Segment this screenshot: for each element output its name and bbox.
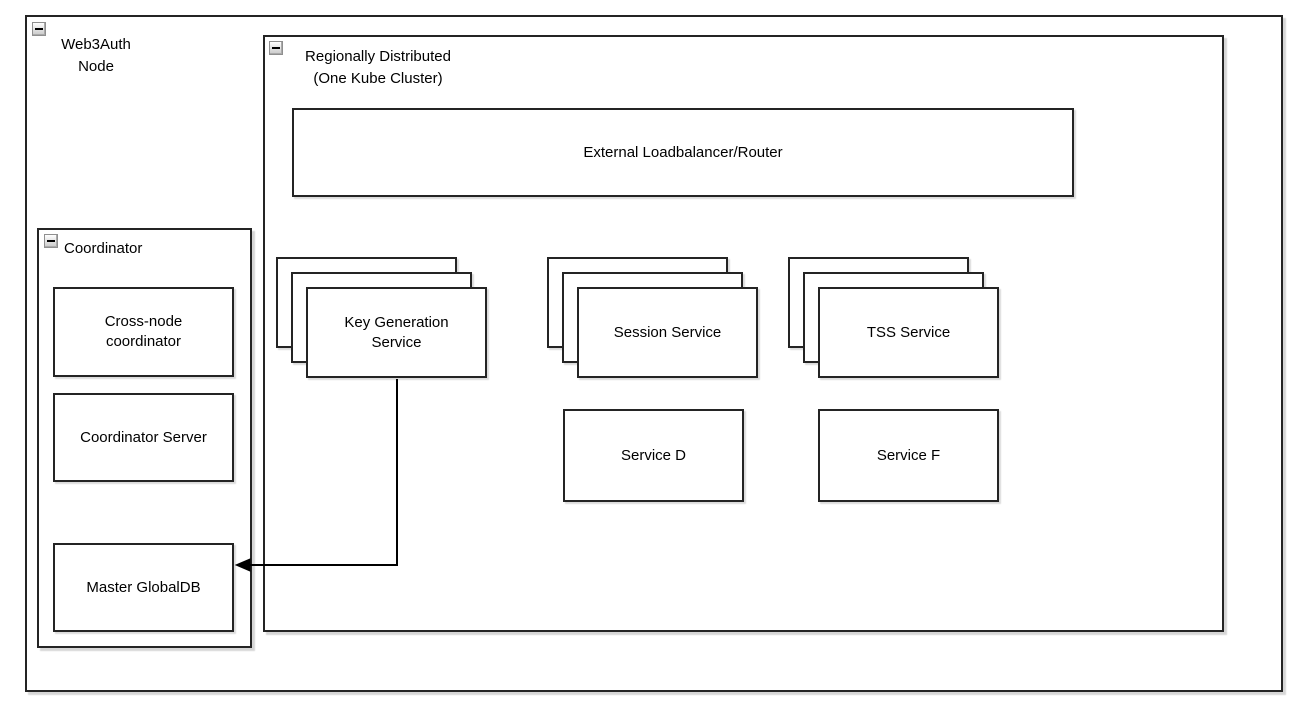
external-loadbalancer-label: External Loadbalancer/Router [583,143,783,161]
stack-tss-service[interactable]: TSS Service [788,257,999,378]
minus-glyph [35,28,43,30]
collapse-minus-icon[interactable] [32,22,46,36]
session-service-label: Session Service [613,323,722,341]
minus-glyph [47,240,55,242]
stack-session-service[interactable]: Session Service [547,257,758,378]
web3auth-node-label: Web3Auth Node [61,36,131,75]
collapse-minus-icon[interactable] [269,41,283,55]
service-d-box[interactable]: Service D [563,409,744,502]
key-generation-service-box[interactable]: Key Generation Service [306,287,487,378]
master-globaldb-box[interactable]: Master GlobalDB [53,543,234,632]
key-generation-service-label: Key Generation Service [344,313,449,351]
service-d-label: Service D [620,446,687,464]
coordinator-server-box[interactable]: Coordinator Server [53,393,234,482]
service-f-label: Service F [876,446,941,464]
tss-service-box[interactable]: TSS Service [818,287,999,378]
session-service-box[interactable]: Session Service [577,287,758,378]
master-globaldb-label: Master GlobalDB [86,578,201,596]
coordinator-server-label: Coordinator Server [80,428,207,446]
minus-glyph [272,47,280,49]
tss-service-label: TSS Service [866,323,951,341]
region-label: Regionally Distributed (One Kube Cluster… [305,48,451,87]
external-loadbalancer-box[interactable]: External Loadbalancer/Router [292,108,1074,197]
stack-key-generation-service[interactable]: Key Generation Service [276,257,487,378]
cross-node-coordinator-box[interactable]: Cross-node coordinator [53,287,234,377]
coordinator-label: Coordinator [64,240,143,257]
cross-node-coordinator-label: Cross-node coordinator [104,313,183,350]
collapse-minus-icon[interactable] [44,234,58,248]
service-f-box[interactable]: Service F [818,409,999,502]
